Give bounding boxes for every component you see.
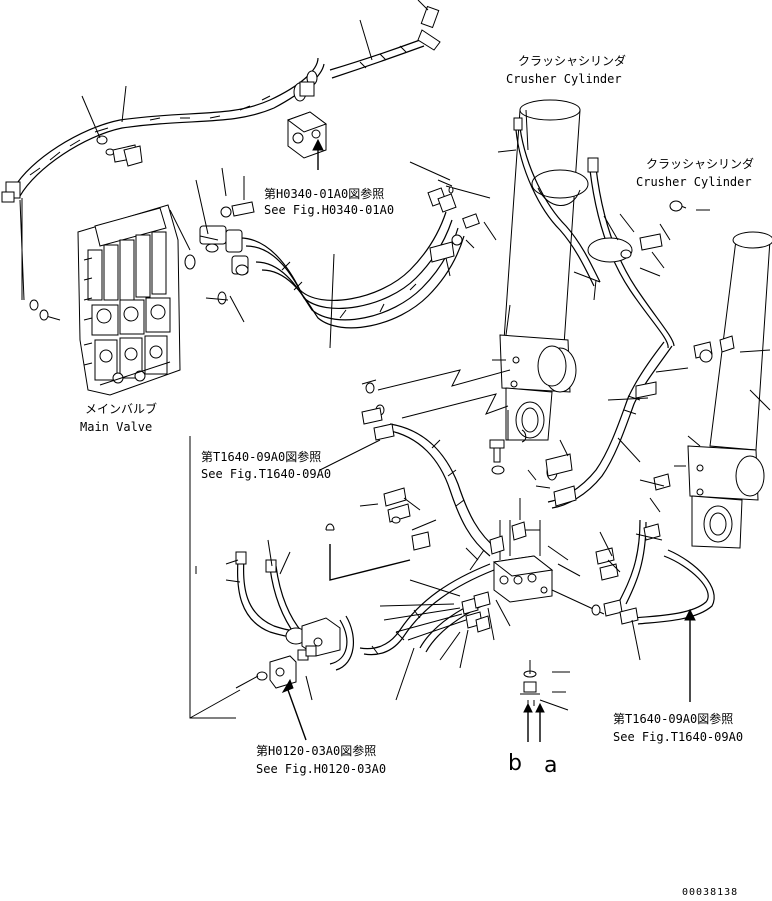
cylinder-return-hoses (545, 335, 735, 509)
ref-h0340-label-jp: 第H0340-01A0図参照 (264, 187, 385, 201)
crusher-cylinder-2-label-jp: クラッシャシリンダ (646, 157, 755, 171)
upper-fittings (409, 161, 497, 277)
cylinder-1-top-hose (497, 117, 601, 287)
main-valve-drawing (21, 198, 227, 396)
h0340-block (286, 111, 328, 170)
misc-leaders (195, 179, 710, 581)
center-manifold-block (469, 498, 605, 615)
crusher-cylinder-1 (492, 99, 589, 441)
t1640-right-hoses (557, 473, 715, 702)
cylinder-2-top-hose (587, 157, 675, 349)
ref-t1640-a-label-jp: 第T1640-09A0図参照 (201, 450, 322, 464)
center-bolt (489, 410, 527, 475)
left-bracket-line (189, 436, 241, 719)
ref-h0120-label-en: See Fig.H0120-03A0 (256, 762, 387, 776)
crusher-cylinder-1-label-jp: クラッシャシリンダ (518, 54, 627, 68)
top-hose-line (293, 0, 441, 102)
ref-t1640-a-label-en: See Fig.T1640-09A0 (201, 467, 332, 481)
ports-a-b (520, 660, 570, 742)
ref-t1640-b-label-jp: 第T1640-09A0図参照 (613, 712, 734, 726)
main-valve-label-jp: メインバルブ (85, 402, 158, 416)
lower-hose-bundle (329, 563, 511, 701)
t1640-left-hoses (359, 407, 499, 561)
ref-h0340-label-en: See Fig.H0340-01A0 (264, 203, 395, 217)
port-b-label: b (508, 751, 522, 776)
break-lines (361, 369, 511, 419)
port-a-label: a (544, 753, 558, 778)
drawing-number: 00038138 (682, 887, 739, 898)
crusher-cylinder-1-label-en: Crusher Cylinder (506, 72, 622, 86)
main-valve-label-en: Main Valve (80, 420, 153, 434)
h0120-block (225, 539, 341, 741)
ref-h0120-label-jp: 第H0120-03A0図参照 (256, 744, 377, 758)
ref-t1640-b-label-en: See Fig.T1640-09A0 (613, 730, 744, 744)
crusher-cylinder-2 (674, 231, 772, 549)
crusher-cylinder-2-label-en: Crusher Cylinder (636, 175, 752, 189)
upper-return-hose (1, 57, 325, 301)
